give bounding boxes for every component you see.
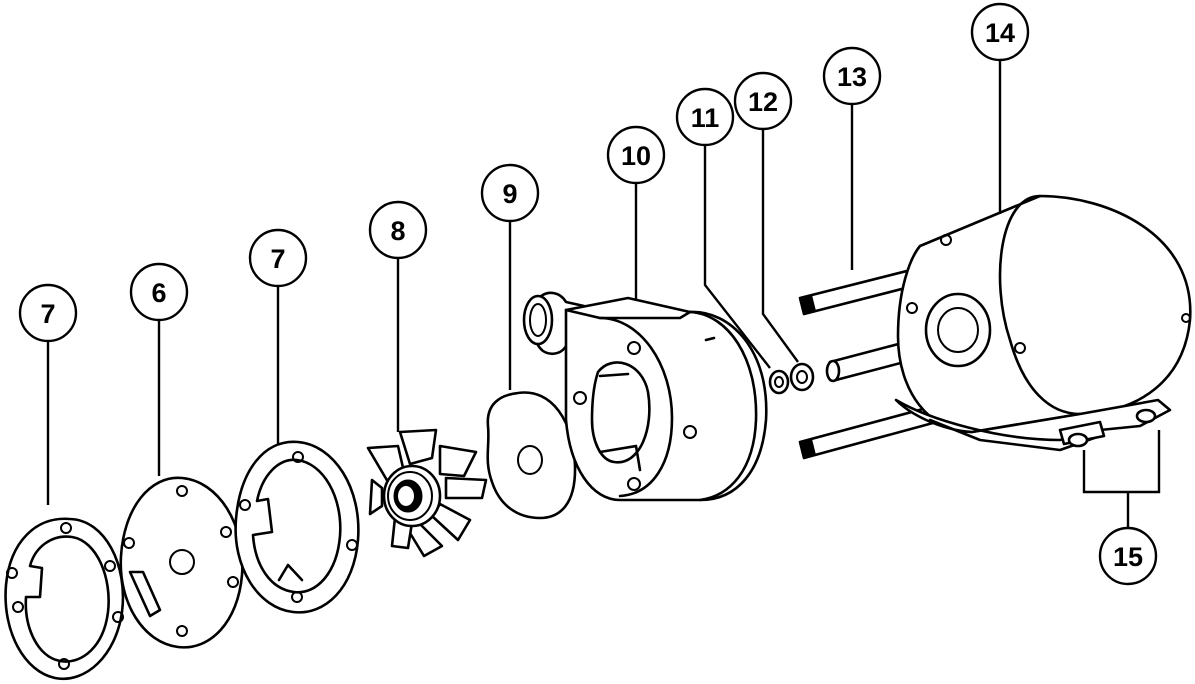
- gasket-middle: [234, 440, 360, 614]
- callout-6: 6: [129, 262, 189, 322]
- gasket-left: [4, 517, 125, 681]
- pump-body: [522, 291, 768, 502]
- callout-label: 12: [748, 87, 778, 117]
- callout-label: 9: [502, 179, 517, 209]
- callout-label: 13: [837, 62, 867, 92]
- callout-label: 14: [985, 18, 1015, 48]
- cam: [486, 391, 577, 520]
- callout-7-middle: 7: [248, 228, 308, 288]
- callout-9: 9: [480, 163, 540, 223]
- callout-7-left: 7: [18, 283, 78, 343]
- callout-12: 12: [733, 71, 793, 131]
- washer-11: [768, 369, 790, 395]
- seal-12: [789, 362, 815, 392]
- callout-13: 13: [822, 46, 882, 106]
- callout-label: 8: [390, 216, 405, 246]
- motor: [894, 194, 1192, 452]
- callout-8: 8: [368, 200, 428, 260]
- callout-label: 7: [40, 299, 55, 329]
- callout-10: 10: [606, 125, 666, 185]
- callout-label: 7: [270, 244, 285, 274]
- impeller: [366, 428, 488, 558]
- callout-label: 10: [621, 141, 651, 171]
- callout-label: 11: [691, 103, 720, 133]
- callout-label: 15: [1113, 542, 1143, 572]
- callout-11: 11: [675, 87, 735, 147]
- callout-14: 14: [970, 2, 1030, 62]
- callout-label: 6: [151, 278, 166, 308]
- wear-plate: [119, 476, 244, 649]
- leader-lines: [46, 60, 1161, 528]
- callout-15: 15: [1098, 526, 1158, 586]
